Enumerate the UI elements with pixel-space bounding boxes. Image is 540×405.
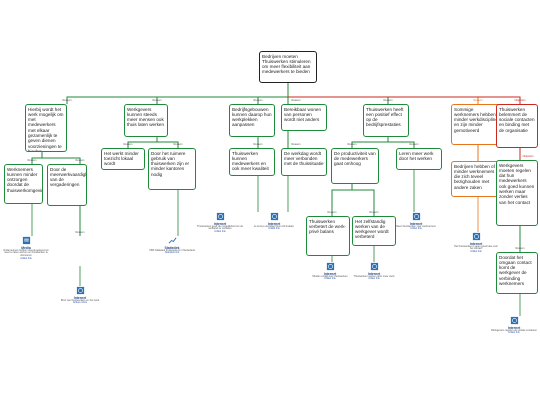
internet-icon (510, 316, 518, 325)
edge-label: Reason (369, 211, 379, 214)
argument-node[interactable]: Hierbij wordt het werk mogelijk om met m… (25, 104, 67, 152)
argument-node[interactable]: De productiviteit van de medewerkers gaa… (331, 148, 379, 184)
argument-node[interactable]: Bereikbaar wonen van personen wordt niet… (281, 104, 327, 131)
source-card[interactable]: Internet Thuiswerken werken door meer we… (350, 262, 398, 281)
source-title: Statistiek (164, 245, 180, 250)
source-desc: Het thuiswerken is geen goed idee voor h… (454, 244, 498, 251)
claim-root[interactable]: Bedrijven moeten Thuiswerken stimuleren … (259, 51, 317, 83)
source-link[interactable]: Artikel link (214, 230, 226, 234)
source-title: Internet (213, 221, 227, 226)
edge-label: Reason (383, 99, 393, 102)
edge-label: Reason (173, 143, 183, 146)
source-link[interactable]: Statistiek link (164, 251, 180, 255)
source-title: Internet (409, 221, 423, 226)
edge-label: Objection (514, 99, 526, 102)
edge-label: Reason (27, 159, 37, 162)
source-desc: Minder reistijd door thuiswerken (312, 274, 348, 278)
source-desc: Je kunt je werkdag thuis zelf indelen (253, 224, 295, 228)
internet-icon (412, 212, 420, 221)
argument-node[interactable]: Door het ruimere gebruik van thuiswerken… (148, 148, 196, 190)
edge (288, 96, 521, 104)
internet-icon (326, 262, 334, 271)
internet-icon (270, 212, 278, 221)
source-link[interactable]: Artikel link (470, 250, 482, 254)
argument-node[interactable]: Werkgevers moeten regelen dat hun medewe… (496, 160, 538, 226)
edge-label: Reason (409, 143, 419, 146)
source-title: Internet (507, 325, 521, 330)
source-title: Internet (267, 221, 281, 226)
internet-icon (472, 232, 480, 241)
source-desc: Werkgevers regelen de sociale contacten (491, 328, 537, 332)
internet-icon (370, 262, 378, 271)
source-link[interactable]: Artikel link (324, 277, 336, 281)
edge-label: Reason (75, 231, 85, 234)
argument-node[interactable]: Werkgevers kunnen steeds meer mensen ook… (124, 104, 168, 137)
media-icon (22, 236, 30, 245)
source-link[interactable]: Artikel online (72, 301, 88, 305)
source-title: Internet (469, 241, 483, 246)
edge-label: Reason (62, 99, 72, 102)
source-link[interactable]: Artikel link (20, 257, 32, 261)
edge (351, 137, 389, 148)
argument-node[interactable]: Leren meer werk door het werken (396, 148, 442, 170)
argument-node[interactable]: Bedrijven hebben of minder werknemers di… (451, 161, 501, 197)
internet-icon (216, 212, 224, 221)
edge-label: Reason (152, 99, 162, 102)
argument-node[interactable]: Door de meerwerkvaardigheid van de verga… (47, 164, 87, 206)
edge-label: Reason (473, 99, 483, 102)
argument-node[interactable]: Thuiswerken heeft een positief effect op… (363, 104, 409, 137)
source-title: Internet (323, 271, 337, 276)
source-card[interactable]: Internet Bron van thuiswerkers en het we… (56, 286, 104, 305)
source-desc: Bron van thuiswerkers en het werk (60, 298, 100, 302)
argument-node[interactable]: Thuiswerken belemmert de sociale contact… (496, 104, 538, 148)
edge-label: Reason (253, 143, 263, 146)
argument-node[interactable]: Thuiswerken kunnen medewerkers en ook me… (229, 148, 275, 176)
source-link[interactable]: Artikel link (508, 331, 520, 335)
argument-node[interactable]: Thuiswerken verbetert de werk-privé bala… (306, 216, 350, 256)
argument-node[interactable]: Bedrijfsgebouwen kunnen daarop hun werkp… (229, 104, 275, 137)
chart-icon (168, 237, 176, 244)
source-card[interactable]: Internet Het thuiswerken is geen goed id… (452, 232, 500, 254)
edge-label: Objection (522, 155, 534, 158)
edge-label: Reason (347, 143, 357, 146)
source-title: Internet (73, 295, 87, 300)
argument-node[interactable]: Sommige werknemers hebben minder werkdis… (451, 104, 501, 145)
edge-label: Reason (123, 143, 133, 146)
argument-node[interactable]: Doordat het omgaan contact komt de werkg… (496, 252, 538, 294)
source-desc: Meer thuiswerken voor werknemers (396, 224, 436, 228)
edge-label: Reason (291, 99, 301, 102)
source-card[interactable]: Statistiek CBS Statistiek thuiswerkers i… (148, 236, 196, 255)
edge (288, 96, 389, 104)
source-card[interactable]: Internet Meer thuiswerken voor werknemer… (392, 212, 440, 231)
internet-icon (76, 286, 84, 295)
source-card[interactable]: Media Ondernemers hebben steeds geleerd … (2, 236, 50, 261)
source-card[interactable]: Internet Je kunt je werkdag thuis zelf i… (250, 212, 298, 231)
argument-node[interactable]: Werknemers kunnen minder ontzorgen doord… (4, 164, 43, 204)
source-desc: Thuiswerken werken door meer werk (353, 274, 395, 278)
source-desc: CBS Statistiek thuiswerkers in Nederland (149, 248, 195, 252)
source-link[interactable]: Artikel link (410, 227, 422, 231)
edge (31, 152, 43, 164)
source-title: Internet (367, 271, 381, 276)
source-title: Media (21, 245, 31, 250)
source-link[interactable]: Artikel link (268, 227, 280, 231)
argument-node[interactable]: Het werkt minder toezicht lokaal wordt (101, 148, 145, 170)
argument-node[interactable]: De werkdag wordt meer verbonden met de t… (281, 148, 327, 176)
source-card[interactable]: Internet Thuiswerken geeft de mogelijkhe… (196, 212, 244, 234)
source-card[interactable]: Internet Minder reistijd door thuiswerke… (306, 262, 354, 281)
argument-node[interactable]: Het zelfstandig werken van de werkgever … (352, 216, 396, 246)
edge-label: Reason (515, 247, 525, 250)
edge-label: Reason (75, 159, 85, 162)
source-link[interactable]: Artikel link (368, 277, 380, 281)
edge-label: Reason (327, 211, 337, 214)
source-card[interactable]: Internet Werkgevers regelen de sociale c… (490, 316, 538, 335)
source-desc: Ondernemers hebben steeds geleerd om mee… (3, 248, 49, 258)
edge (156, 96, 288, 104)
edge-label: Reason (291, 143, 301, 146)
source-desc: Thuiswerken geeft de mogelijkheid om de … (196, 224, 244, 231)
edge-label: Reason (253, 99, 263, 102)
